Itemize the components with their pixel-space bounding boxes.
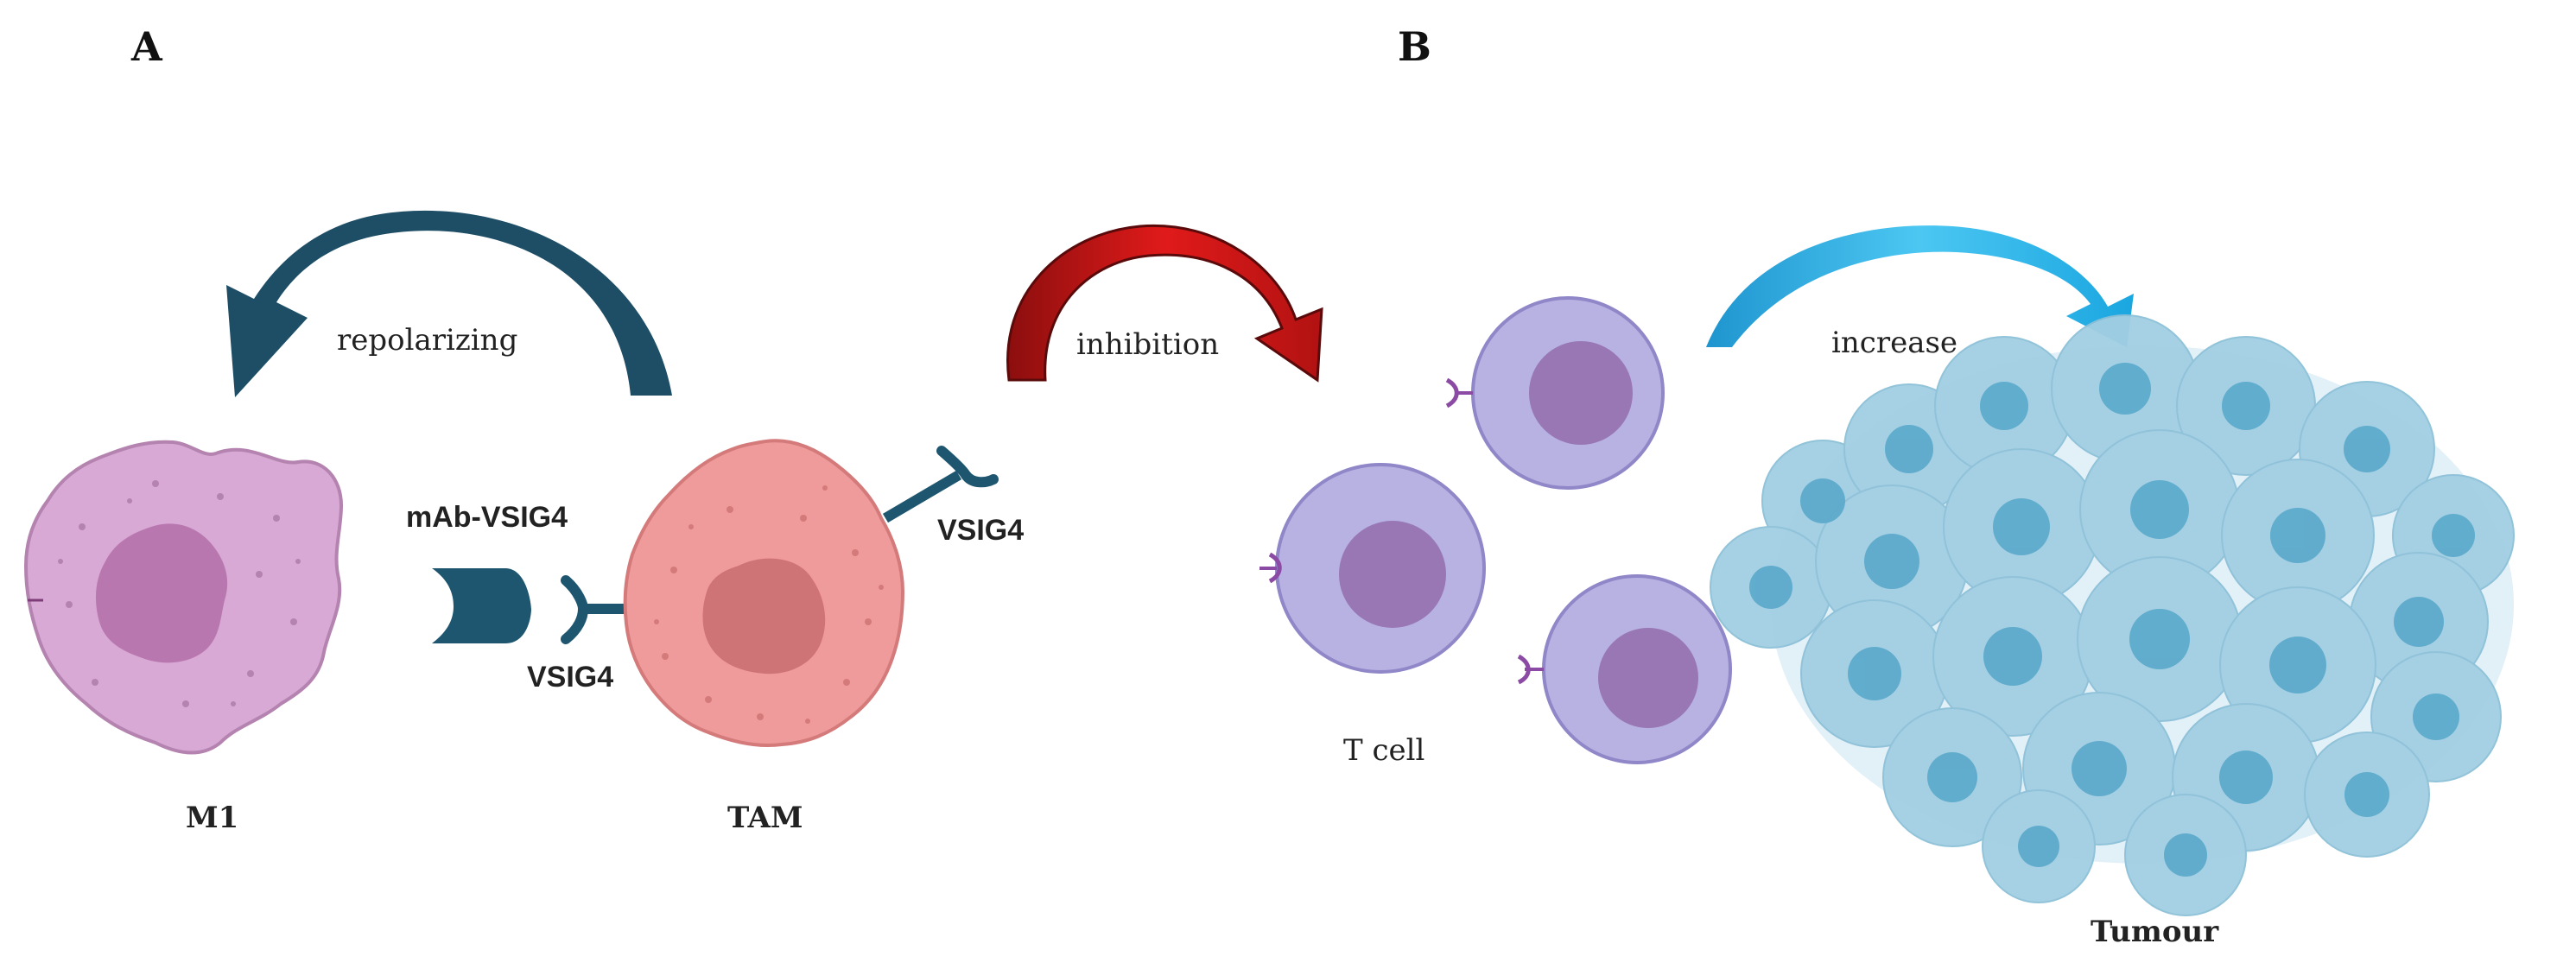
t-cell-top xyxy=(1445,296,1665,490)
tumour-cluster xyxy=(1710,314,2515,916)
mab-vsig4-antibody xyxy=(432,568,531,643)
increase-arrow xyxy=(1706,225,2134,347)
m1-macrophage xyxy=(23,440,344,755)
increase-label: increase xyxy=(1831,326,1957,360)
panel-label-a: A xyxy=(130,23,163,70)
panel-label-b: B xyxy=(1398,23,1431,70)
vsig4-label-upper: VSIG4 xyxy=(937,514,1024,547)
t-cell-label: T cell xyxy=(1343,733,1424,768)
inhibition-arrow xyxy=(1006,224,1323,383)
m1-label: M1 xyxy=(186,801,238,835)
repolarizing-arrow xyxy=(226,210,672,397)
mab-vsig4-label: mAb-VSIG4 xyxy=(406,501,568,534)
t-cell-bottom xyxy=(1517,574,1732,764)
m1-nucleus xyxy=(95,523,228,663)
tam-macrophage xyxy=(623,439,905,748)
tumour-label: Tumour xyxy=(2091,915,2219,949)
inhibition-label: inhibition xyxy=(1076,327,1219,362)
tam-nucleus xyxy=(702,558,826,674)
t-cell-left xyxy=(1259,463,1486,674)
vsig4-label-lower: VSIG4 xyxy=(527,661,613,694)
vsig4-receptor-upper xyxy=(882,446,999,523)
tam-label: TAM xyxy=(727,801,803,835)
repolarizing-label: repolarizing xyxy=(337,323,517,358)
